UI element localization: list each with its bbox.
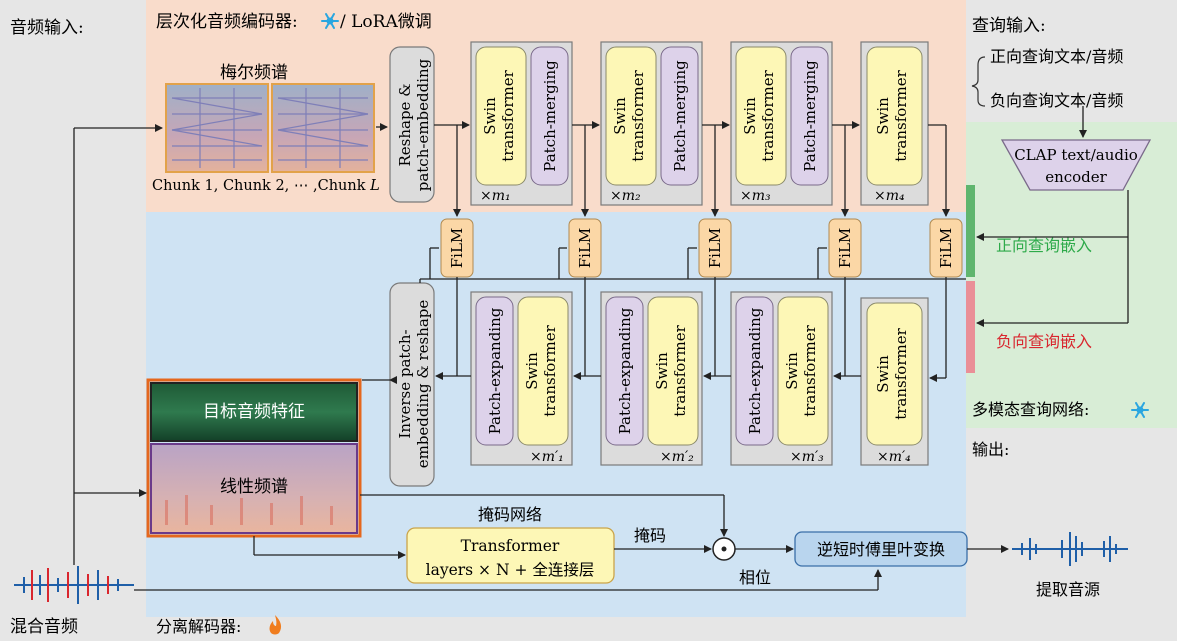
svg-text:Swintransformer: Swintransformer bbox=[523, 324, 559, 416]
encoder-stage-3 bbox=[730, 41, 833, 206]
decoder-expanding-label-3: Patch-expanding bbox=[746, 307, 764, 434]
svg-text:FiLM: FiLM bbox=[448, 228, 466, 269]
bottom-margin-panel bbox=[146, 617, 966, 641]
encoder-title: 层次化音频编码器: bbox=[156, 12, 298, 32]
inverse-embedding-label: Inverse patch-embedding & reshape bbox=[396, 300, 432, 469]
decoder-swin-label-1: Swintransformer bbox=[523, 324, 559, 416]
svg-text:Swintransformer: Swintransformer bbox=[611, 69, 647, 161]
film-block-1: FiLM bbox=[440, 218, 474, 278]
encoder-lora-label: / LoRA微调 bbox=[340, 12, 432, 32]
svg-text:FiLM: FiLM bbox=[706, 228, 724, 269]
mixed-audio-label: 混合音频 bbox=[10, 617, 78, 637]
decoder-stage-3 bbox=[730, 291, 833, 466]
pos-query-text: 正向查询文本/音频 bbox=[990, 47, 1123, 66]
encoder-stage-2 bbox=[600, 41, 703, 206]
patch-embedding-label: Reshape &patch-embedding bbox=[396, 58, 432, 191]
svg-text:Swintransformer: Swintransformer bbox=[874, 69, 910, 161]
mixed-waveform bbox=[14, 566, 134, 604]
encoder-swin-label-1: Swintransformer bbox=[481, 69, 517, 161]
decoder-expanding-label-2: Patch-expanding bbox=[616, 307, 634, 434]
flame-icon bbox=[269, 615, 282, 635]
snowflake-icon bbox=[1131, 402, 1149, 418]
decoder-swin-label-2: Swintransformer bbox=[653, 324, 689, 416]
film-block-5: FiLM bbox=[929, 218, 963, 278]
connectors bbox=[73, 106, 1129, 591]
encoder-stage-1 bbox=[470, 41, 573, 206]
query-input-label: 查询输入: bbox=[972, 16, 1046, 36]
encoder-swin-label-4: Swintransformer bbox=[874, 69, 910, 161]
film-block-4: FiLM bbox=[828, 218, 862, 278]
linear-spectrogram bbox=[150, 443, 358, 534]
pos-embedding-bar bbox=[966, 185, 975, 277]
mask-label: 掩码 bbox=[634, 526, 666, 545]
extracted-waveform bbox=[1012, 532, 1128, 566]
multimodal-network-label: 多模态查询网络: bbox=[972, 400, 1089, 419]
multiply-node bbox=[712, 537, 736, 561]
decoder-stage-2 bbox=[600, 291, 703, 466]
left-margin-panel bbox=[0, 0, 146, 641]
decoder-stage-1 bbox=[470, 291, 573, 466]
neg-query-text: 负向查询文本/音频 bbox=[990, 91, 1123, 110]
neg-embedding-label: 负向查询嵌入 bbox=[996, 332, 1092, 351]
decoder-swin-label-3: Swintransformer bbox=[783, 324, 819, 416]
film-block-2: FiLM bbox=[568, 218, 602, 278]
svg-text:FiLM: FiLM bbox=[937, 228, 955, 269]
transformer-block bbox=[406, 527, 615, 584]
decoder-stage-4 bbox=[860, 297, 929, 466]
svg-text:Swintransformer: Swintransformer bbox=[874, 327, 910, 419]
inverse-embedding-box bbox=[389, 282, 435, 487]
encoder-merging-label-3: Patch-merging bbox=[801, 60, 819, 172]
film-block-3: FiLM bbox=[698, 218, 732, 278]
encoder-multiplier-4: ×m₄ bbox=[874, 188, 905, 204]
svg-text:Swintransformer: Swintransformer bbox=[783, 324, 819, 416]
svg-text:Swintransformer: Swintransformer bbox=[653, 324, 689, 416]
istft-label: 逆短时傅里叶变换 bbox=[817, 540, 945, 559]
encoder-multiplier-2: ×m₂ bbox=[610, 188, 641, 204]
decoder-multiplier-2: ×m′₂ bbox=[660, 449, 694, 465]
query-brace bbox=[971, 56, 986, 107]
clap-encoder bbox=[1000, 139, 1152, 191]
encoder-stage-4 bbox=[860, 41, 929, 206]
encoder-swin-label-3: Swintransformer bbox=[741, 69, 777, 161]
snowflake-icon bbox=[321, 13, 339, 29]
decoder-multiplier-4: ×m′₄ bbox=[877, 449, 911, 465]
encoder-merging-label-2: Patch-merging bbox=[671, 60, 689, 172]
svg-text:FiLM: FiLM bbox=[576, 228, 594, 269]
linear-spectrogram-label: 线性频谱 bbox=[220, 477, 288, 497]
svg-text:Swintransformer: Swintransformer bbox=[481, 69, 517, 161]
svg-text:FiLM: FiLM bbox=[836, 228, 854, 269]
encoder-multiplier-3: ×m₃ bbox=[740, 188, 771, 204]
phase-label: 相位 bbox=[739, 568, 771, 587]
mel-title: 梅尔频谱 bbox=[220, 63, 288, 83]
svg-text:Swintransformer: Swintransformer bbox=[741, 69, 777, 161]
decoder-swin-label-4: Swintransformer bbox=[874, 327, 910, 419]
audio-input-label: 音频输入: bbox=[10, 18, 84, 38]
neg-embedding-bar bbox=[966, 281, 975, 373]
target-feature-label: 目标音频特征 bbox=[203, 402, 305, 422]
output-label: 输出: bbox=[972, 440, 1009, 459]
encoder-multiplier-1: ×m₁ bbox=[480, 188, 511, 204]
decoder-multiplier-1: ×m′₁ bbox=[530, 449, 564, 465]
decoder-title: 分离解码器: bbox=[156, 617, 241, 636]
chunk-label: Chunk 1, Chunk 2, ⋯ ,Chunk L bbox=[152, 178, 380, 194]
mask-network-label: 掩码网络 bbox=[478, 505, 542, 524]
encoder-swin-label-2: Swintransformer bbox=[611, 69, 647, 161]
pos-embedding-label: 正向查询嵌入 bbox=[996, 236, 1092, 255]
decoder-multiplier-3: ×m′₃ bbox=[790, 449, 824, 465]
extracted-source-label: 提取音源 bbox=[1036, 580, 1100, 599]
target-feature-box bbox=[146, 378, 362, 538]
decoder-expanding-label-1: Patch-expanding bbox=[486, 307, 504, 434]
mel-spectrogram bbox=[165, 83, 375, 173]
encoder-merging-label-1: Patch-merging bbox=[541, 60, 559, 172]
